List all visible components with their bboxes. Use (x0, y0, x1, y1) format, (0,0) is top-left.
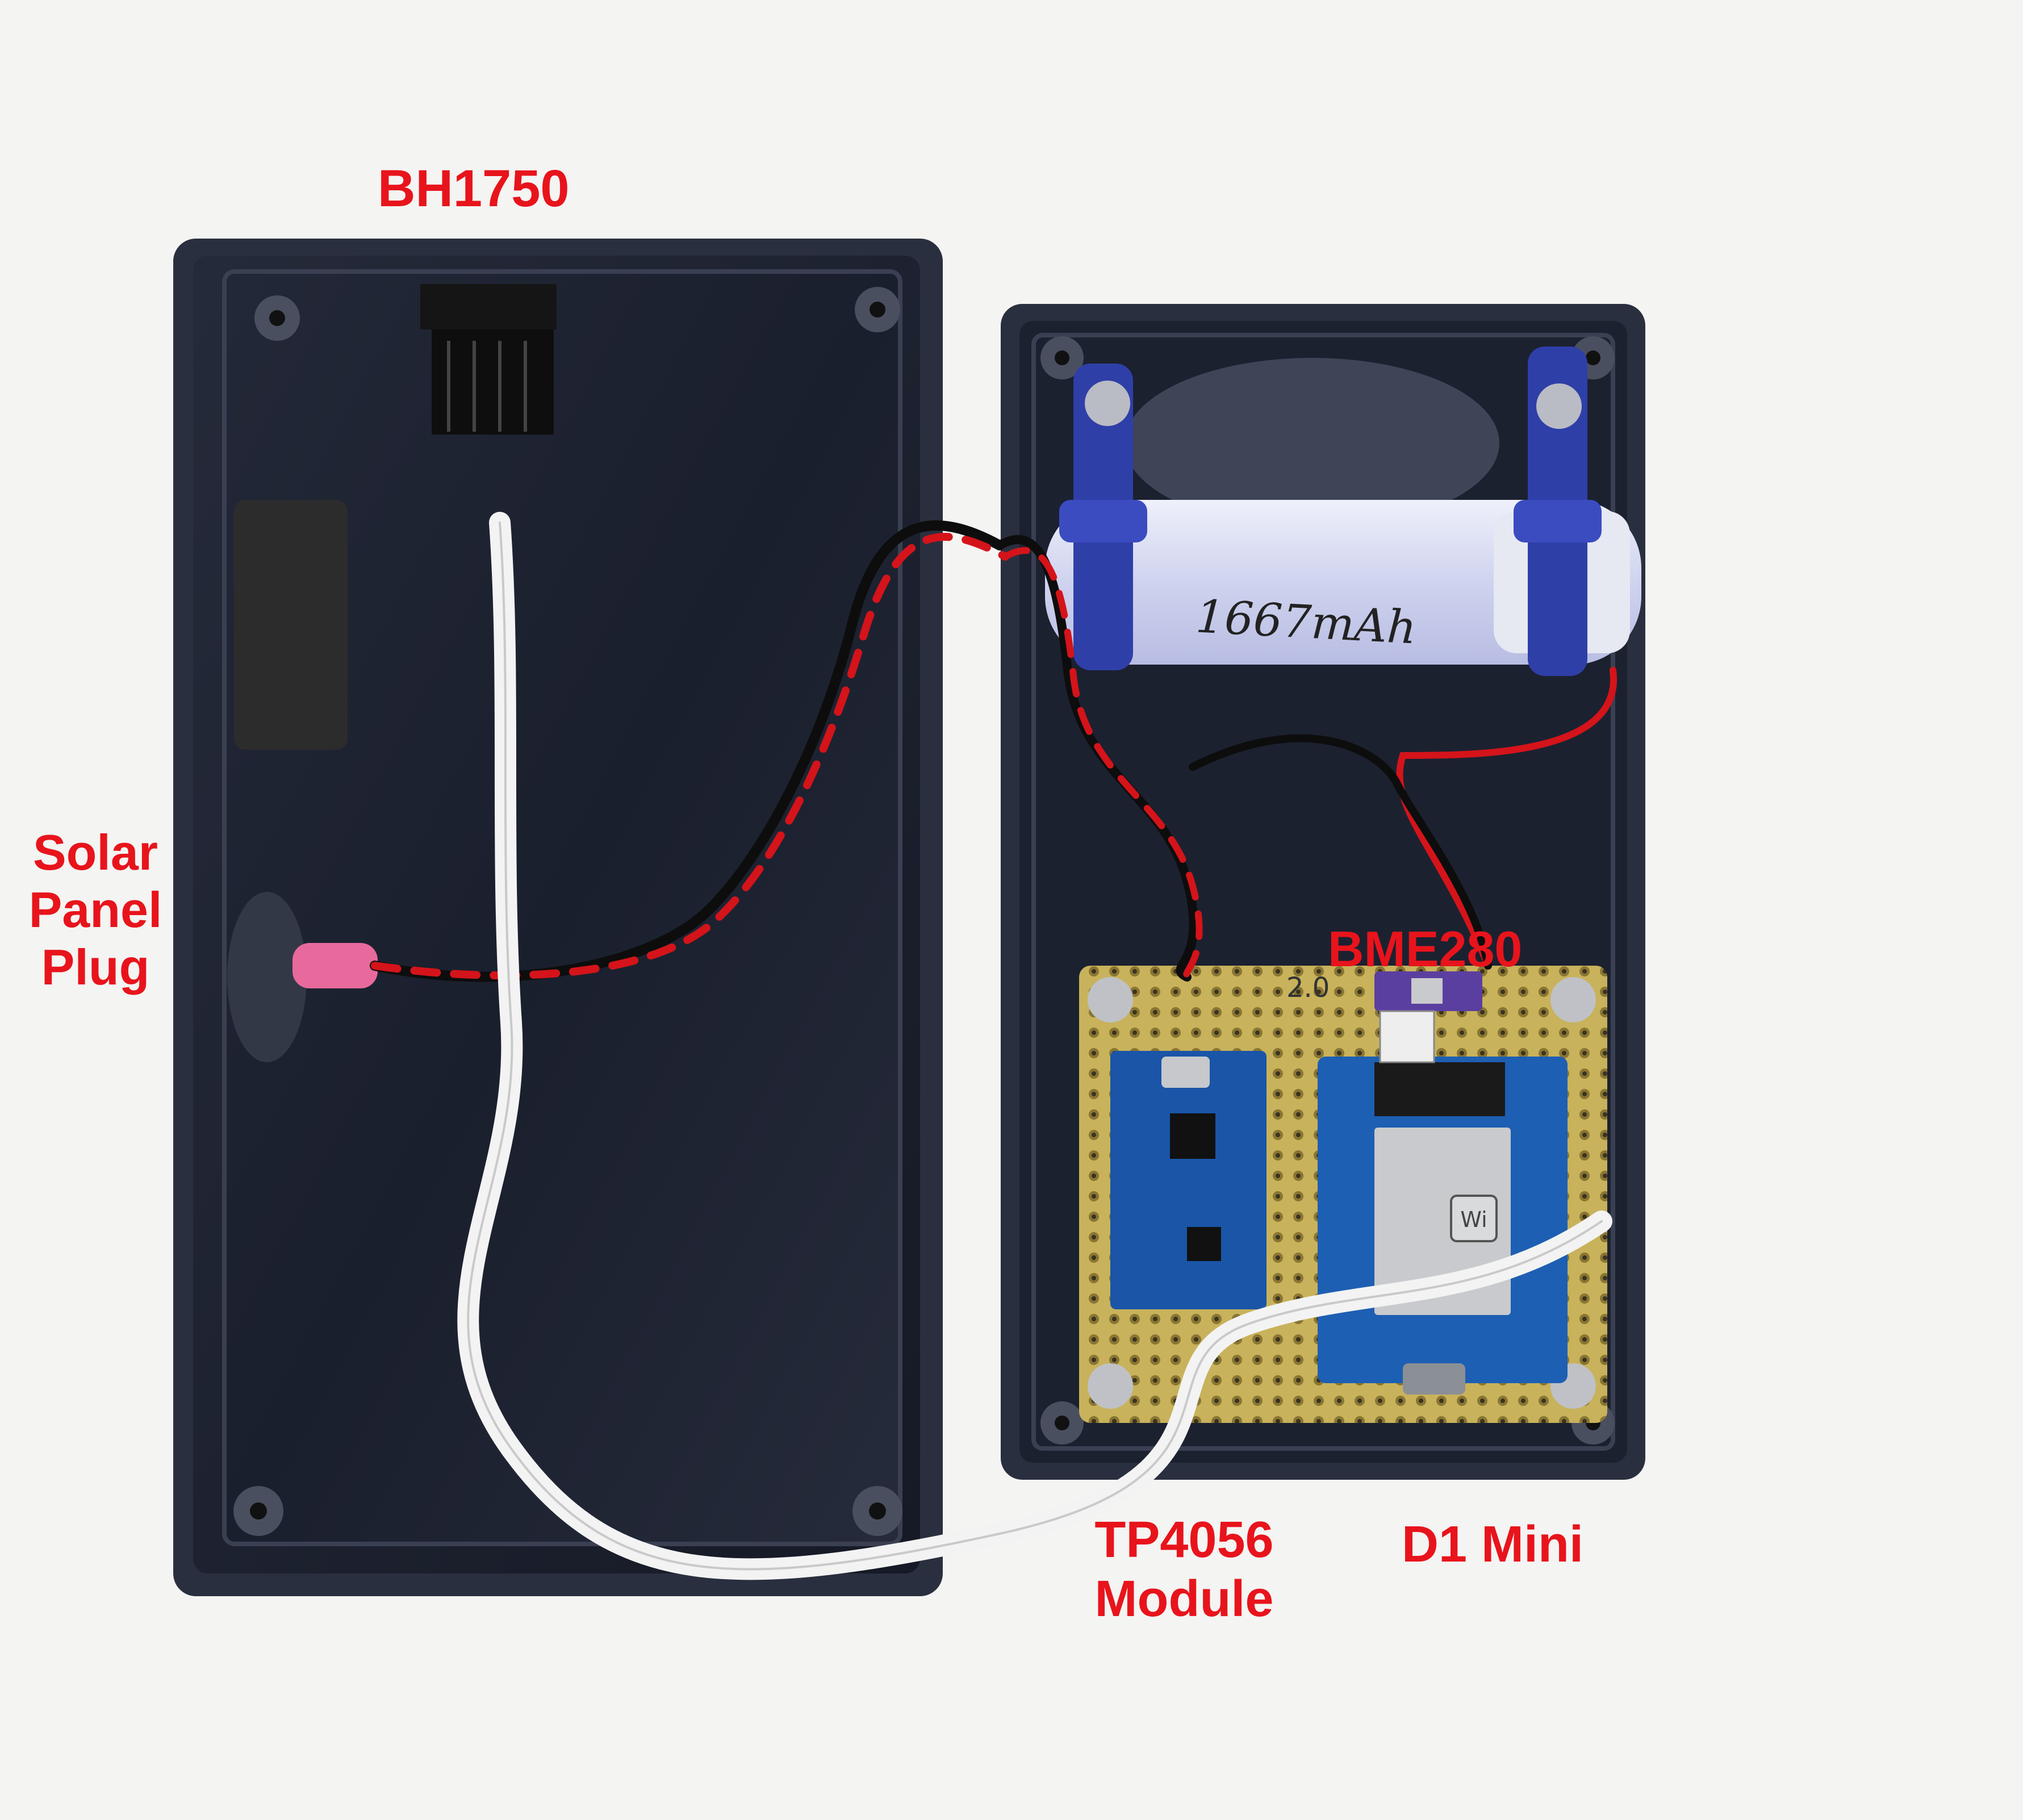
screw-icon (1085, 381, 1130, 426)
svg-text:Wi: Wi (1460, 1207, 1487, 1232)
bh1750-sensor (420, 284, 557, 435)
battery-clip-left (1059, 364, 1147, 670)
label-solar-panel-plug: Solar Panel Plug (10, 824, 181, 996)
solar-plug-heatshrink (292, 943, 378, 988)
label-d1-mini: D1 Mini (1402, 1516, 1584, 1573)
label-tp4056-line-1: TP4056 (1094, 1512, 1274, 1568)
velcro-pad (234, 500, 348, 750)
label-solar-line-2: Panel (28, 882, 162, 938)
label-tp4056-module: TP4056 Module (1065, 1511, 1303, 1629)
wifi-logo-icon: Wi (1450, 1195, 1498, 1242)
bme280-sensor (1374, 971, 1482, 1063)
screw-icon (1550, 977, 1596, 1022)
solar-plug-glue (227, 892, 307, 1062)
label-tp4056-line-2: Module (1094, 1570, 1274, 1627)
screw-icon (1088, 977, 1133, 1022)
wiring (370, 512, 1617, 1580)
d1-mini-board: Wi (1318, 1057, 1568, 1395)
battery-18650 (1045, 347, 1641, 676)
label-solar-line-3: Plug (41, 939, 150, 996)
usb-port-icon (1161, 1057, 1210, 1088)
screw-boss (233, 287, 902, 1536)
label-solar-line-1: Solar (32, 824, 158, 880)
screw-icon (1088, 1363, 1133, 1409)
board-version-text: 2.0 (1286, 972, 1330, 1004)
battery-clip-right (1514, 347, 1602, 676)
label-bh1750: BH1750 (378, 160, 570, 218)
label-bme280: BME280 (1328, 921, 1523, 977)
tp4056-board (1110, 1051, 1267, 1309)
battery-capacity-text: 1667mAh (1194, 590, 1418, 654)
enclosure-base (173, 239, 943, 1596)
screw-icon (1536, 383, 1582, 429)
